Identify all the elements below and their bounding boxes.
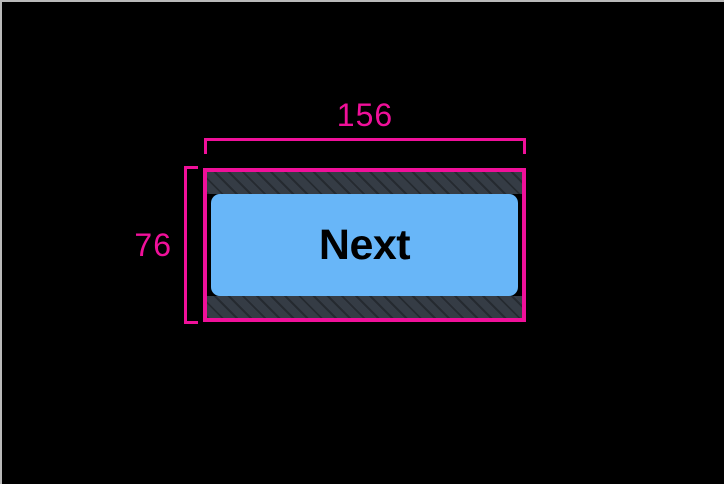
- next-button[interactable]: Next: [211, 194, 518, 296]
- spacing-hatch-top: [207, 172, 522, 194]
- height-dimension-label: 76: [134, 227, 172, 263]
- height-dimension-bracket: [184, 166, 198, 324]
- spacing-hatch-bottom: [207, 296, 522, 318]
- width-dimension-bracket: [204, 138, 526, 154]
- element-bounding-box: Next: [203, 168, 526, 322]
- width-dimension-annotation: 156: [204, 98, 526, 154]
- width-dimension-label: 156: [336, 97, 394, 133]
- height-dimension-annotation: 76: [134, 166, 198, 324]
